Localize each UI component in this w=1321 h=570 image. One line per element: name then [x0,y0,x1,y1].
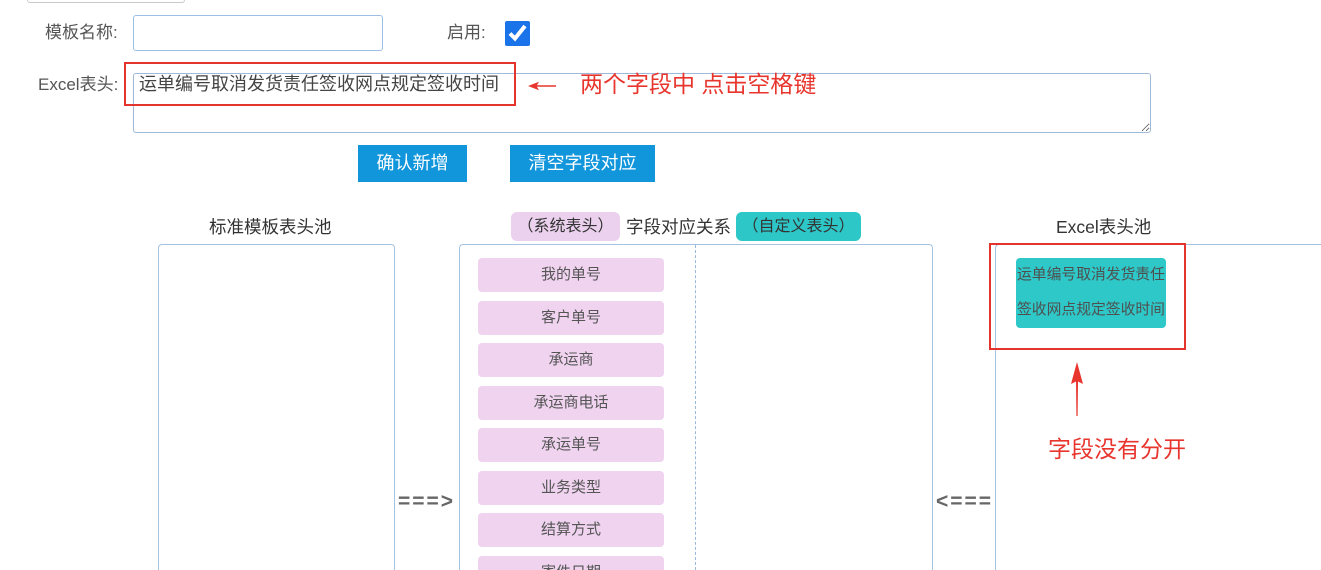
excel-header-textarea[interactable]: 运单编号取消发货责任签收网点规定签收时间 [133,73,1151,133]
arrow-left-icon [528,81,556,91]
excel-pool-panel[interactable]: 运单编号取消发货责任签收网点规定签收时间 [995,244,1321,570]
excel-field-list: 运单编号取消发货责任签收网点规定签收时间 [1016,258,1166,328]
mapping-panel[interactable]: 我的单号客户单号承运商承运商电话承运单号业务类型结算方式寄件日期 [459,244,933,570]
top-partial-control [27,0,185,3]
system-field-item[interactable]: 业务类型 [478,470,664,505]
excel-pool-title: Excel表头池 [1056,217,1152,237]
excel-header-label: Excel表头: [38,75,119,94]
system-field-item[interactable]: 我的单号 [478,258,664,292]
confirm-add-button[interactable]: 确认新增 [358,145,467,182]
system-field-item[interactable]: 承运商 [478,343,664,378]
standard-pool-panel[interactable] [158,244,395,570]
template-name-label: 模板名称: [45,23,118,42]
annotation-not-split-note: 字段没有分开 [1048,436,1186,462]
arrow-up-icon [1071,362,1083,416]
template-name-input[interactable] [133,15,383,51]
enable-checkbox[interactable] [505,21,530,46]
system-field-item[interactable]: 寄件日期 [478,555,664,570]
standard-pool-title: 标准模板表头池 [209,217,332,237]
system-field-item[interactable]: 结算方式 [478,513,664,548]
flow-arrow-left: <=== [936,490,994,513]
system-field-item[interactable]: 客户单号 [478,300,664,335]
mapping-title: 字段对应关系 [626,217,731,237]
system-field-item[interactable]: 承运单号 [478,428,664,463]
enable-label: 启用: [447,23,486,42]
system-header-tag: （系统表头） [511,212,620,241]
flow-arrow-right: ===> [398,490,456,513]
custom-header-tag: （自定义表头） [736,212,861,241]
annotation-space-key-note: 两个字段中 点击空格键 [580,71,817,97]
system-field-item[interactable]: 承运商电话 [478,385,664,420]
mapping-divider [695,245,696,570]
clear-mapping-button[interactable]: 清空字段对应 [510,145,655,182]
excel-field-item[interactable]: 运单编号取消发货责任签收网点规定签收时间 [1016,258,1166,328]
system-field-list: 我的单号客户单号承运商承运商电话承运单号业务类型结算方式寄件日期 [478,258,664,570]
